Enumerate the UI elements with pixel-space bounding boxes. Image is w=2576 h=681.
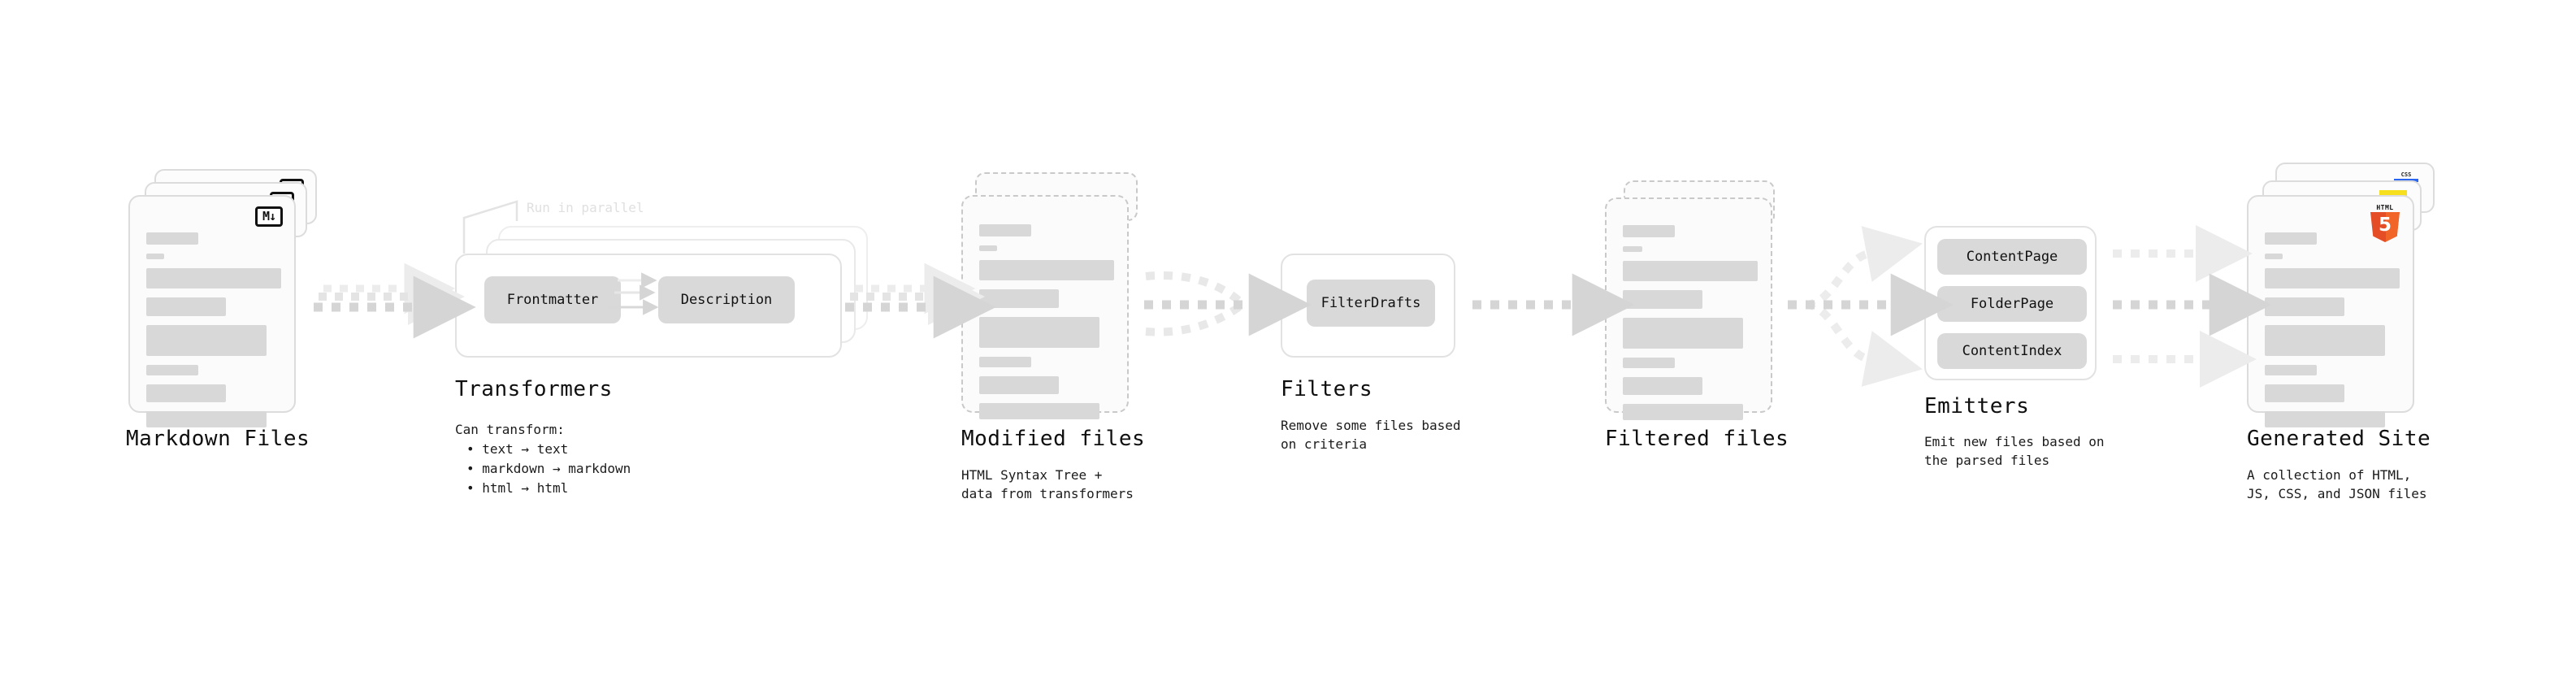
doc-line	[146, 254, 164, 259]
doc-line	[1623, 261, 1758, 281]
generated-site-description: A collection of HTML, JS, CSS, and JSON …	[2247, 467, 2427, 502]
doc-line	[2265, 232, 2317, 245]
html5-icon: HTML	[2369, 205, 2401, 242]
doc-line	[979, 376, 1059, 394]
doc-line	[979, 245, 997, 251]
transformer-pill-frontmatter[interactable]: Frontmatter	[484, 276, 621, 323]
doc-line	[146, 232, 198, 245]
doc-line	[979, 357, 1031, 367]
markdown-badge-icon: M↓	[255, 206, 283, 227]
transformers-sub-heading: Can transform:	[455, 422, 565, 437]
stage-title-modified-files: Modified files	[961, 427, 1146, 451]
doc-line	[1623, 246, 1642, 252]
doc-line	[1623, 358, 1675, 368]
css-icon-label: CSS	[2400, 171, 2412, 178]
stage-title-filtered-files: Filtered files	[1605, 427, 1789, 451]
doc-line	[2265, 384, 2344, 402]
doc-line	[2265, 297, 2344, 316]
doc-line	[146, 325, 267, 356]
stage-title-filters: Filters	[1281, 377, 1373, 401]
filters-description: Remove some files based on criteria	[1281, 418, 1461, 453]
emitters-pill-contentindex[interactable]: ContentIndex	[1937, 333, 2087, 369]
doc-line	[1623, 290, 1702, 309]
doc-line	[146, 365, 198, 375]
transformers-bullet: html → html	[466, 479, 631, 498]
filters-pill-filterdrafts[interactable]: FilterDrafts	[1307, 280, 1435, 327]
run-in-parallel-label: Run in parallel	[527, 200, 644, 215]
connector-modified-files-to-filters	[1144, 271, 1312, 336]
doc-line	[1623, 318, 1743, 349]
doc-line	[2265, 365, 2317, 375]
doc-line	[2265, 411, 2385, 427]
html5-icon-shield	[2370, 212, 2400, 242]
stage-title-emitters: Emitters	[1924, 394, 2030, 419]
doc-line	[979, 224, 1031, 236]
doc-line	[2265, 254, 2283, 259]
modified-files-description: HTML Syntax Tree + data from transformer…	[961, 467, 1134, 502]
doc-line	[146, 384, 226, 402]
transformer-card: Frontmatter Description	[455, 254, 842, 358]
generated-site-card: HTML	[2247, 195, 2414, 427]
transformers-bullet: markdown → markdown	[466, 459, 631, 479]
doc-line	[2265, 268, 2400, 288]
emitters-pill-contentpage[interactable]: ContentPage	[1937, 239, 2087, 275]
transformers-bullet: text → text	[466, 440, 631, 459]
doc-line	[146, 268, 281, 288]
html5-icon-label: HTML	[2376, 204, 2394, 211]
doc-line	[979, 289, 1059, 308]
transformer-pill-description[interactable]: Description	[658, 276, 795, 323]
doc-line	[979, 403, 1099, 419]
connector-filtered-files-to-emitters	[1788, 226, 1954, 387]
doc-line	[1623, 225, 1675, 237]
stage-title-markdown-files: Markdown Files	[126, 427, 310, 451]
markdown-file-card: M↓	[128, 195, 296, 427]
doc-line	[146, 411, 267, 427]
doc-line	[146, 297, 226, 316]
doc-line	[979, 260, 1114, 280]
transformers-subtext: Can transform: text → text markdown → ma…	[455, 420, 631, 498]
doc-line	[1623, 377, 1702, 395]
filtered-file-card	[1605, 197, 1772, 420]
stage-title-transformers: Transformers	[455, 377, 613, 401]
emitters-card: ContentPage FolderPage ContentIndex	[1924, 226, 2097, 380]
connector-emitters-to-generated-site	[2113, 225, 2272, 388]
emitters-description: Emit new files based on the parsed files	[1924, 434, 2105, 469]
emitters-pill-folderpage[interactable]: FolderPage	[1937, 286, 2087, 322]
doc-line	[979, 317, 1099, 348]
modified-file-card	[961, 195, 1129, 419]
filters-card: FilterDrafts	[1281, 254, 1455, 358]
stage-title-generated-site: Generated Site	[2247, 427, 2431, 451]
doc-line	[1623, 404, 1743, 420]
connector-markdown-to-transformers	[314, 262, 476, 339]
transformers-bullet-list: text → text markdown → markdown html → h…	[466, 440, 631, 498]
doc-line	[2265, 325, 2385, 356]
